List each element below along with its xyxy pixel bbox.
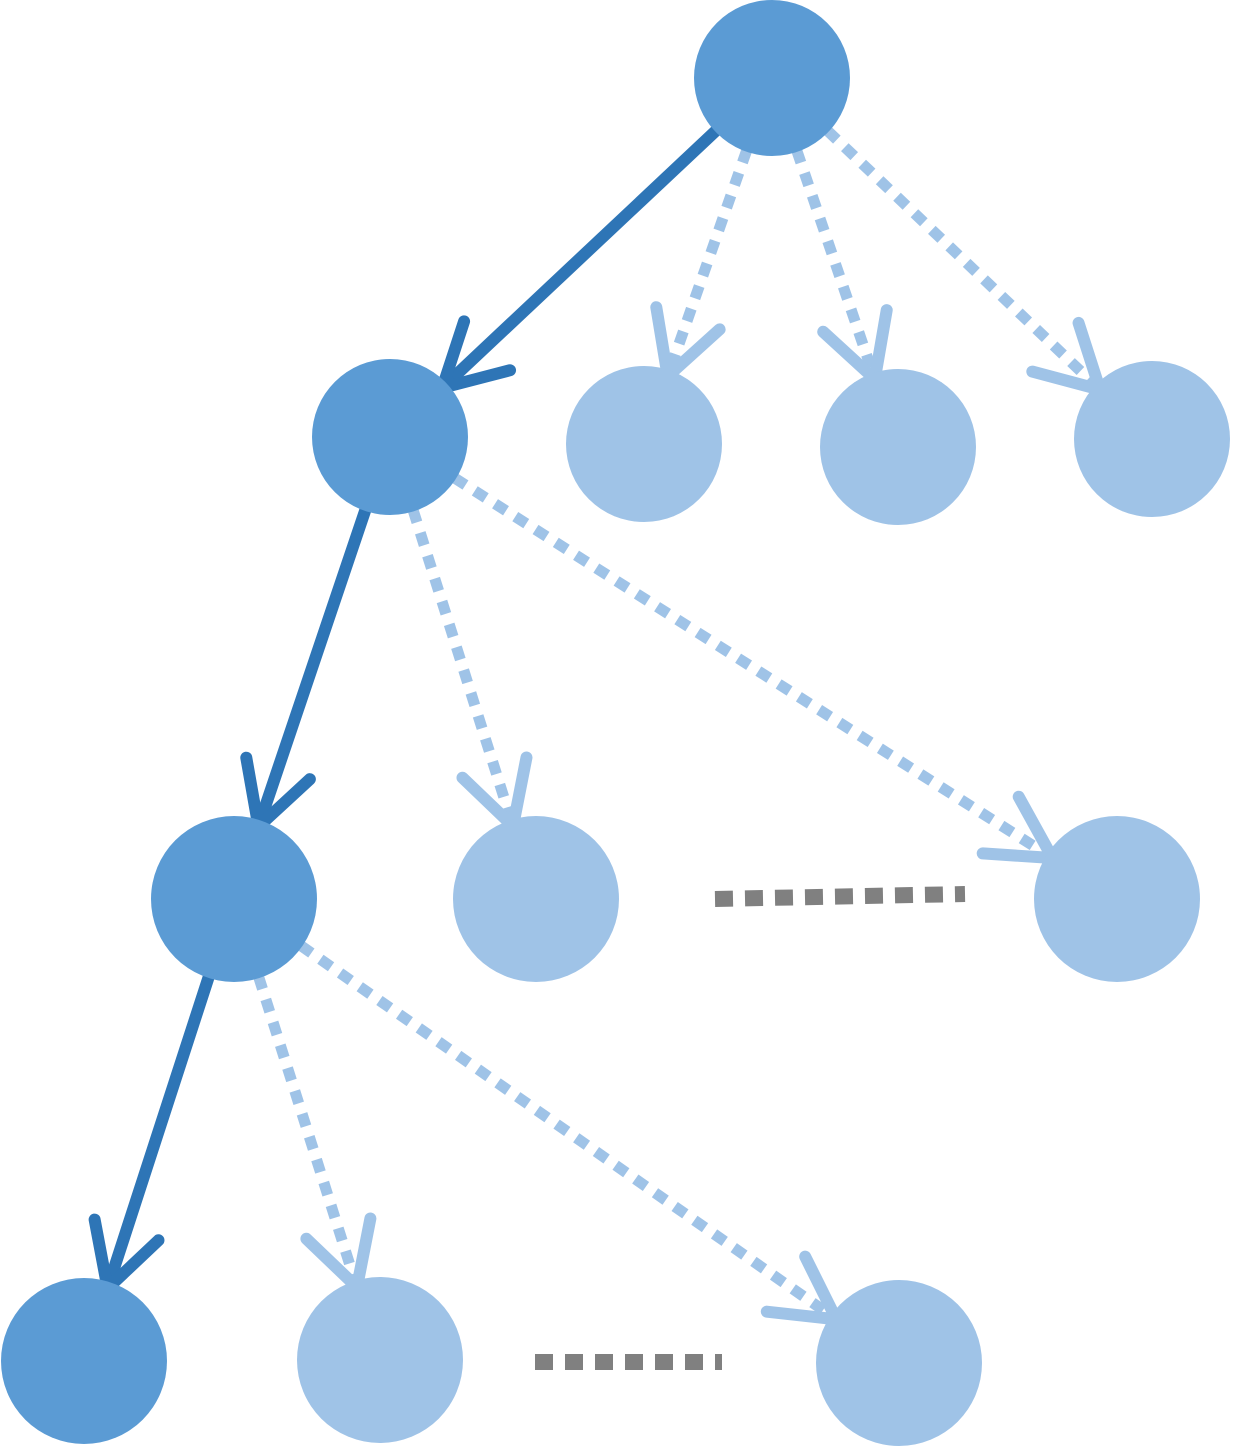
node-l2-c [1034,816,1200,982]
ellipsis-layer [535,886,966,1370]
edge-root-to-l1-b [650,148,752,389]
edge-l2-a-to-l3-b [253,974,377,1300]
edge-line [791,148,881,381]
edge-line [451,473,1056,863]
edge-line [823,126,1104,394]
node-l2-a [151,816,317,982]
ellipsis-level-2 [714,886,966,907]
node-l1-b [566,366,722,522]
edge-root-to-l1-d [823,126,1110,399]
arrow-head-icon [760,1250,847,1327]
node-l3-b [297,1277,463,1443]
edge-line [101,974,215,1291]
edge-line [438,125,721,393]
edges-layer [88,125,1110,1327]
arrow-head-icon [976,790,1064,865]
edge-line [407,508,519,828]
edge-root-to-l1-c [791,148,893,391]
edge-line [252,507,372,829]
node-l3-a [1,1278,167,1444]
edge-l1-a-to-l2-a [240,507,372,839]
edge-line [662,148,752,379]
node-root [694,0,850,156]
node-l1-a [312,359,468,515]
node-l1-d [1074,361,1230,517]
node-l1-c [820,369,976,525]
edge-l2-a-to-l3-a [88,974,215,1301]
edge-l1-a-to-l2-c [451,473,1064,865]
edge-root-to-l1-a [433,125,721,397]
edge-line [253,974,363,1289]
node-l3-c [816,1280,982,1446]
edge-line [297,941,840,1324]
edge-l2-a-to-l3-c [297,941,847,1327]
edge-l1-a-to-l2-b [407,508,533,839]
node-l2-b [453,816,619,982]
